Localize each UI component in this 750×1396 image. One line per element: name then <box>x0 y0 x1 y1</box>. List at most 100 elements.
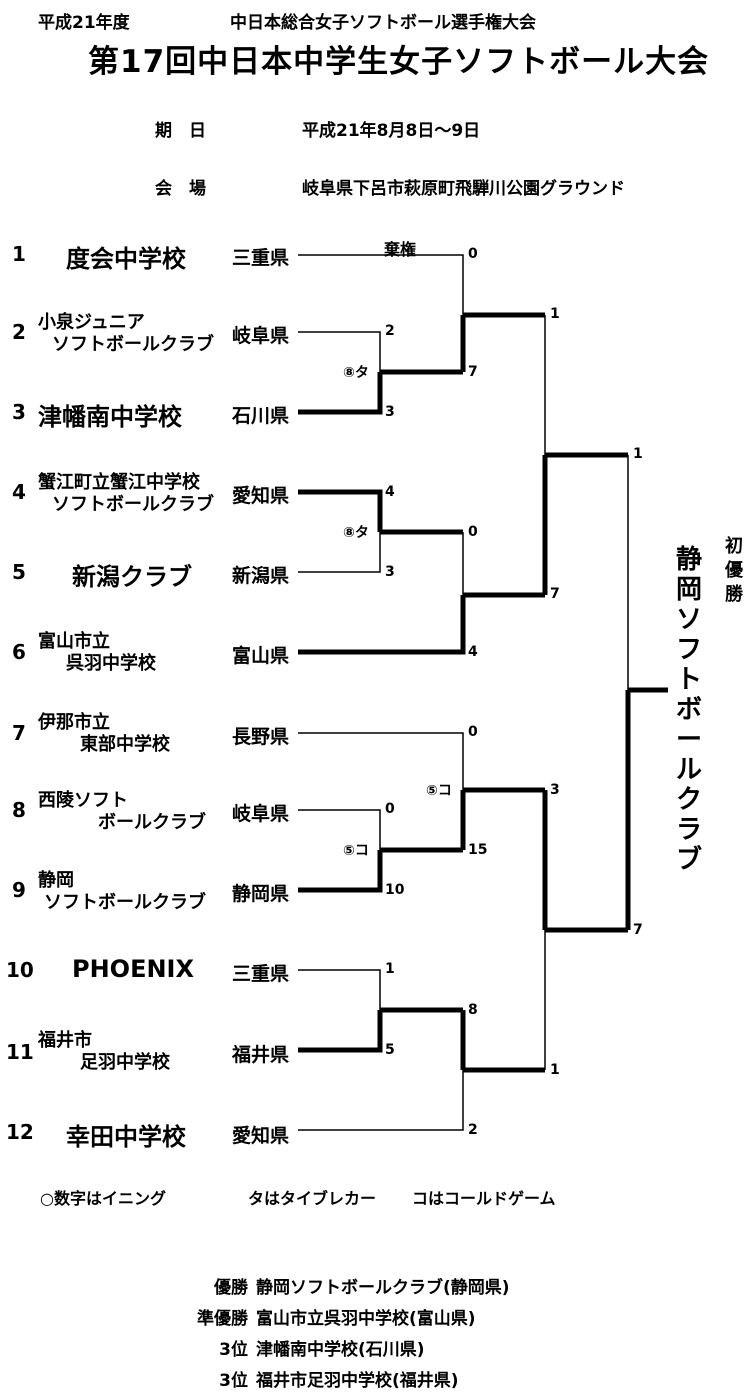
seed-number: 10 <box>6 958 34 982</box>
seed-number: 7 <box>12 721 26 745</box>
legend-innings: ○数字はイニング <box>40 1189 166 1208</box>
team-prefecture: 三重県 <box>232 963 290 985</box>
bracket-line <box>298 850 383 893</box>
team-name: 新潟クラブ <box>72 563 192 591</box>
result-rank: 準優勝 <box>197 1309 248 1329</box>
bracket-line <box>298 969 381 1010</box>
team-name: 福井市 <box>38 1030 92 1051</box>
result-team: 富山市立呉羽中学校(富山県) <box>256 1309 476 1329</box>
team-name-line2: 呉羽中学校 <box>66 653 156 674</box>
innings-mark: ⑧タ <box>343 365 369 381</box>
score: 8 <box>468 1002 478 1018</box>
seed-number: 12 <box>6 1120 34 1144</box>
bracket-line <box>298 489 383 532</box>
forfeit-label: 棄権 <box>384 240 417 259</box>
bracket-line <box>298 595 466 655</box>
bracket-line <box>298 532 381 573</box>
bracket-line <box>298 1070 464 1131</box>
score: 7 <box>633 922 643 938</box>
innings-mark: ⑤コ <box>426 783 452 799</box>
venue-label: 会 場 <box>155 179 206 199</box>
team-name: 小泉ジュニア <box>38 312 145 333</box>
season-label: 平成21年度 <box>38 13 130 33</box>
bracket-line <box>298 732 464 790</box>
score: 1 <box>550 1062 560 1078</box>
team-prefecture: 三重県 <box>232 247 290 269</box>
innings-mark: ⑤コ <box>343 843 369 859</box>
seed-number: 6 <box>12 640 26 664</box>
score: 0 <box>468 724 478 740</box>
team-prefecture: 岐阜県 <box>232 803 290 825</box>
score: 15 <box>468 842 488 858</box>
team-name-line2: ソフトボールクラブ <box>44 892 206 913</box>
team-prefecture: 愛知県 <box>232 485 290 507</box>
score: 5 <box>385 1042 395 1058</box>
championship-name: 中日本総合女子ソフトボール選手権大会 <box>230 13 536 33</box>
score: 0 <box>468 524 478 540</box>
score: 1 <box>633 446 643 462</box>
score: 10 <box>385 882 405 898</box>
score: 1 <box>385 961 395 977</box>
team-name-line2: ボールクラブ <box>98 812 206 833</box>
score: 3 <box>385 404 395 420</box>
seed-number: 2 <box>12 320 26 344</box>
score: 1 <box>550 306 560 322</box>
team-prefecture: 福井県 <box>232 1044 290 1066</box>
team-name: 伊那市立 <box>38 712 110 733</box>
result-rank: 3位 <box>219 1340 248 1360</box>
result-rank: 3位 <box>219 1371 248 1391</box>
team-prefecture: 愛知県 <box>232 1125 290 1147</box>
score: 7 <box>468 364 478 380</box>
seed-number: 9 <box>12 878 26 902</box>
seed-number: 11 <box>6 1040 34 1064</box>
team-prefecture: 長野県 <box>232 726 290 748</box>
seed-number: 3 <box>12 400 26 424</box>
legend-tiebreaker: タはタイブレカー <box>248 1189 377 1208</box>
team-name-line2: 足羽中学校 <box>80 1052 170 1073</box>
team-name-line2: ソフトボールクラブ <box>52 494 214 515</box>
team-prefecture: 岐阜県 <box>232 325 290 347</box>
team-name-line2: 東部中学校 <box>80 734 170 755</box>
bracket-line <box>298 254 464 315</box>
page-title: 第17回中日本中学生女子ソフトボール大会 <box>88 44 710 80</box>
team-name: 西陵ソフト <box>38 790 128 811</box>
team-name: 幸田中学校 <box>66 1123 186 1151</box>
score: 2 <box>385 323 395 339</box>
seed-number: 4 <box>12 480 26 504</box>
innings-mark: ⑧タ <box>343 525 369 541</box>
bracket-line <box>298 809 381 850</box>
team-name: 富山市立 <box>38 631 110 652</box>
team-name-line2: ソフトボールクラブ <box>52 334 214 355</box>
team-name: 度会中学校 <box>66 245 186 273</box>
team-name: 静岡 <box>38 870 74 891</box>
score: 4 <box>468 644 478 660</box>
score: 7 <box>550 586 560 602</box>
venue-value: 岐阜県下呂市萩原町飛騨川公園グラウンド <box>302 179 625 199</box>
score: 0 <box>385 801 395 817</box>
team-prefecture: 富山県 <box>232 645 290 667</box>
date-value: 平成21年8月8日～9日 <box>302 121 481 141</box>
seed-number: 8 <box>12 798 26 822</box>
team-name: 津幡南中学校 <box>38 403 182 431</box>
team-prefecture: 石川県 <box>232 405 290 427</box>
champion-name-vertical: 静岡ソフトボールクラブ <box>675 545 702 875</box>
result-team: 津幡南中学校(石川県) <box>256 1340 425 1360</box>
score: 3 <box>385 564 395 580</box>
score: 3 <box>550 782 560 798</box>
team-name: 蟹江町立蟹江中学校 <box>38 472 200 493</box>
result-team: 福井市足羽中学校(福井県) <box>256 1371 459 1391</box>
date-label: 期 日 <box>155 121 206 141</box>
bracket-line <box>298 372 383 415</box>
seed-number: 1 <box>12 242 26 266</box>
result-rank: 優勝 <box>214 1278 248 1298</box>
result-team: 静岡ソフトボールクラブ(静岡県) <box>256 1278 510 1298</box>
score: 4 <box>385 484 395 500</box>
bracket-line <box>298 1010 383 1053</box>
legend-called-game: コはコールドゲーム <box>412 1189 556 1208</box>
team-prefecture: 新潟県 <box>232 565 290 587</box>
score: 2 <box>468 1122 478 1138</box>
score: 0 <box>468 246 478 262</box>
first-win-label: 初優勝 <box>725 536 743 605</box>
bracket-line <box>298 331 381 372</box>
